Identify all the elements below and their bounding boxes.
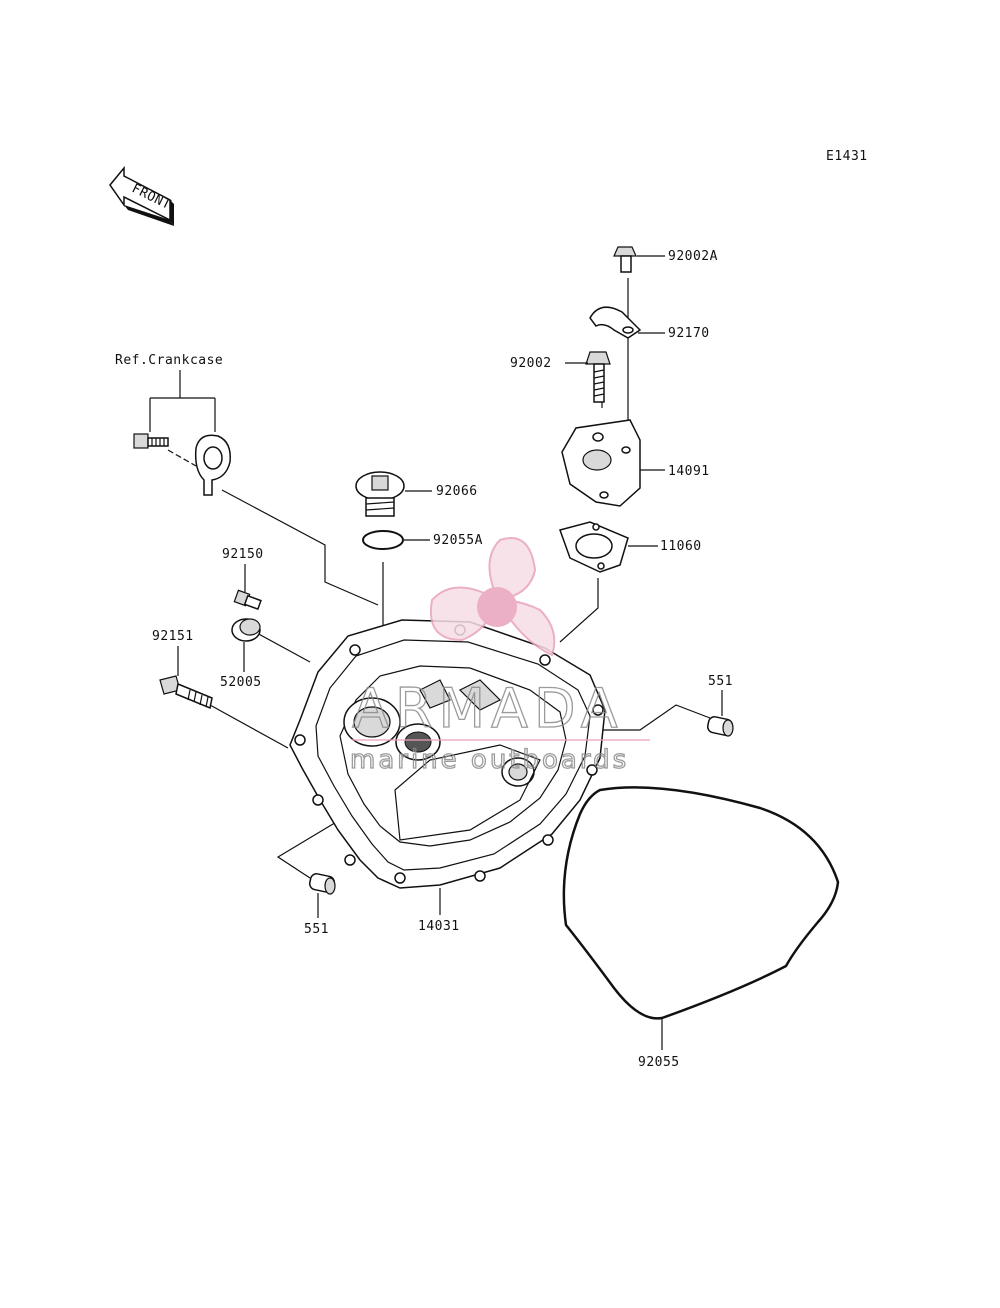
- label-92150: 92150: [222, 547, 264, 562]
- crankcase-bracket: [194, 434, 231, 496]
- label-11060: 11060: [660, 539, 702, 554]
- gasket-92055: [562, 786, 840, 1020]
- label-92055a: 92055A: [433, 533, 483, 548]
- dowel-551-left: [308, 873, 336, 895]
- crankcase-bolt: [133, 433, 169, 449]
- ref-crankcase-label: Ref.Crankcase: [115, 353, 223, 368]
- label-92151: 92151: [152, 629, 194, 644]
- label-92055: 92055: [638, 1055, 680, 1070]
- label-92066: 92066: [436, 484, 478, 499]
- cap-52005: [231, 618, 261, 642]
- bolt-92151: [159, 675, 213, 710]
- label-92002a: 92002A: [668, 249, 718, 264]
- label-14031: 14031: [418, 919, 460, 934]
- bolt-92002: [585, 351, 611, 403]
- cover-14091: [561, 419, 641, 507]
- diagram-code: E1431: [826, 149, 868, 164]
- label-52005: 52005: [220, 675, 262, 690]
- watermark-logo: ARMADA marine outboards: [349, 537, 650, 776]
- watermark-tagline: marine outboards: [350, 745, 629, 775]
- oring-92055a: [362, 530, 404, 550]
- label-551-left: 551: [304, 922, 329, 937]
- clamp-92170: [589, 306, 642, 339]
- gasket-11060: [559, 521, 629, 573]
- label-551-right: 551: [708, 674, 733, 689]
- ref-bracket: [149, 370, 216, 432]
- watermark-brand: ARMADA: [352, 677, 624, 740]
- label-14091: 14091: [668, 464, 710, 479]
- bolt-92002a: [613, 246, 637, 273]
- label-92170: 92170: [668, 326, 710, 341]
- front-arrow-icon: FRONT: [109, 165, 174, 226]
- engine-cover-14031: [289, 619, 606, 889]
- plug-92066: [355, 471, 405, 517]
- bolt-92150: [233, 589, 262, 611]
- propeller-icon: [429, 537, 556, 657]
- dowel-551-right: [706, 716, 734, 737]
- label-92002: 92002: [510, 356, 552, 371]
